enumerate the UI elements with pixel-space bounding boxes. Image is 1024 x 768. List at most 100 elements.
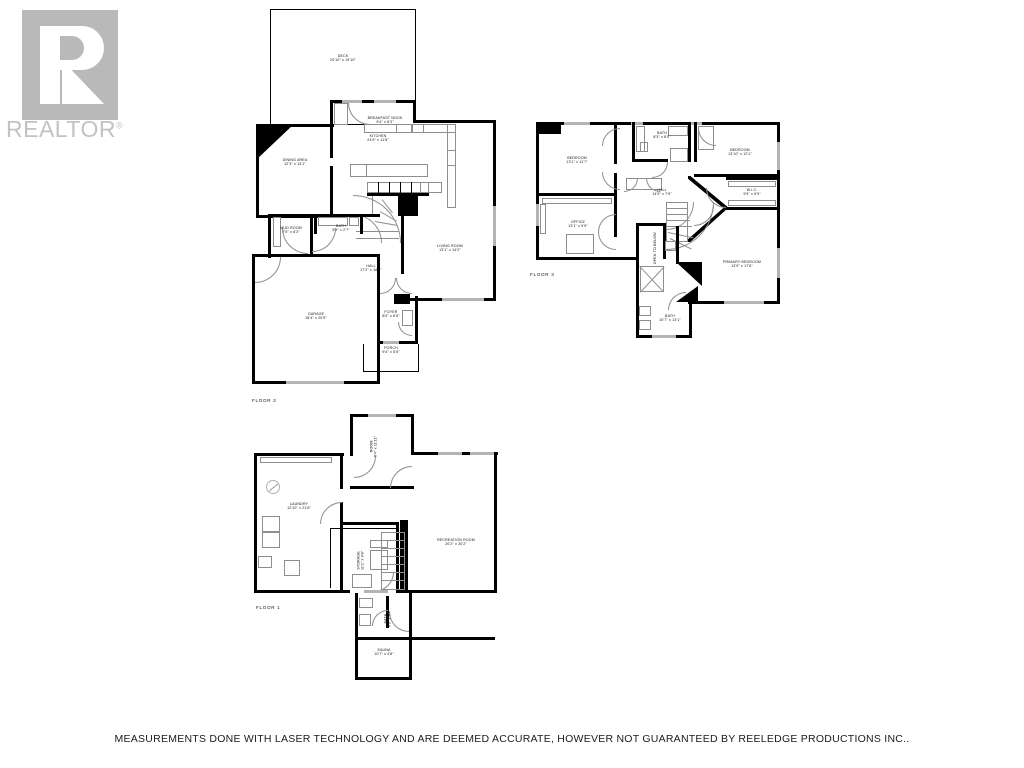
wall-kitchen-bottom: [367, 193, 429, 196]
room-label-deck: DECK 24'10" x 19'10": [297, 54, 389, 63]
room-name: BEDROOM: [730, 148, 750, 152]
room-label-mud-room: MUD ROOM 7'5" x 6'3": [269, 226, 313, 235]
room-label-kitchen: KITCHEN 24'9" x 11'8": [344, 134, 412, 143]
wall-bedroom-right-left: [694, 122, 697, 162]
room-label-bath-f1: BATH 4'0" x 9'4": [384, 598, 393, 638]
room-dims: 24'9" x 11'8": [367, 138, 389, 143]
wall-stair-f3-vert: [663, 223, 666, 259]
wall-bathwing-right: [409, 593, 412, 640]
wall-bedroom-left-right2: [614, 173, 617, 237]
room-name: OFFICE: [570, 220, 586, 224]
room-label-sauna: SAUNA 10'7" x 4'8": [360, 648, 408, 657]
stair-f1-tread-4: [381, 564, 405, 565]
room-name: BATH: [657, 131, 667, 135]
storage-closet-left: [352, 574, 372, 588]
office-counter: [542, 198, 612, 204]
bath-f1-toilet: [359, 614, 371, 626]
laundry-sink: [258, 556, 272, 568]
room-label-laundry: LAUNDRY 12'10" x 21'8": [270, 502, 328, 511]
window-room-top: [368, 414, 396, 417]
stair-f1-tread-5: [381, 572, 405, 573]
kitchen-sink: [396, 124, 412, 133]
room-name: SAUNA: [377, 648, 391, 652]
door-arc-foyer-closet: [398, 322, 412, 336]
wall-dining-top-thin: [290, 125, 334, 126]
office-sofa: [566, 234, 594, 254]
primary-bath-shower: [640, 266, 664, 292]
room-dims: 14'9" x 7'9": [652, 192, 672, 197]
wall-nook-top: [330, 100, 416, 103]
realtor-wordmark-text: REALTOR: [6, 116, 117, 142]
laundry-utility-circle: [266, 480, 280, 494]
room-dims: 4'0" x 9'4": [388, 609, 392, 628]
wall-stair-f3-top: [636, 223, 666, 226]
room-dims: 13'1" x 9'9": [568, 224, 588, 229]
porch-wall-right: [418, 344, 419, 372]
stair-f1-tread-2: [381, 548, 405, 549]
window-f3-bottom-b: [652, 335, 676, 338]
room-label-wic: W.I.C. 9'9" x 5'9": [730, 188, 774, 197]
laundry-dryer: [262, 532, 280, 548]
wall-laundry-top: [254, 453, 344, 456]
door-arc-garage-entry: [255, 257, 281, 283]
wall-bath-left: [314, 214, 317, 234]
wall-nook-left: [330, 100, 333, 122]
deck-wall-left: [270, 9, 271, 125]
front-door-opening: [383, 341, 399, 344]
room-label-room-f1: ROOM 9'4" x 11'11": [370, 424, 379, 468]
wall-f3-top: [536, 122, 780, 125]
floor-label-floor-1: FLOOR 1: [256, 605, 281, 610]
wall-f3-right: [777, 122, 780, 304]
wall-kitchen-left: [330, 122, 333, 158]
primary-bath-vanity-b: [639, 320, 651, 330]
room-dims: 8'3" x 8'0": [653, 135, 671, 140]
door-arc-foyer-left: [380, 278, 396, 294]
primary-nightstand: [665, 241, 676, 251]
wall-bath-right: [360, 214, 363, 234]
room-dims: 8'0" x 6'8": [382, 314, 400, 319]
room-label-garage: GARAGE 18'4" x 20'5": [288, 312, 344, 321]
wall-stair-f3-left: [636, 223, 639, 259]
room-dims: 10'7" x 13'1": [659, 318, 681, 323]
wall-bathwing-left: [355, 593, 358, 640]
door-arc-office-2: [598, 232, 616, 250]
realtor-wordmark: REALTOR®: [6, 116, 134, 143]
wall-dining-left: [256, 156, 259, 218]
room-label-porch: PORCH 9'4" x 5'5": [368, 346, 414, 355]
wall-wic-bottom: [726, 207, 780, 210]
wall-f3-left: [536, 122, 539, 260]
wall-room-right: [411, 414, 414, 452]
door-arc-bedroom-left: [602, 128, 620, 146]
storage-inner-left: [330, 528, 331, 588]
wall-primary-diagonal: [676, 262, 702, 286]
room-name: BEDROOM: [567, 156, 587, 160]
stair-f1-tread-3: [381, 556, 405, 557]
stair-landing: [420, 182, 442, 193]
floor-label-floor-3: FLOOR 3: [530, 272, 555, 277]
room-name: BATH: [665, 314, 675, 318]
room-dims: 5'9" x 2'7": [332, 228, 350, 233]
room-dims: 24'10" x 19'10": [330, 58, 356, 63]
window-f3-top-b: [631, 122, 643, 125]
room-name: DECK: [337, 54, 349, 58]
kitchen-counter-right: [447, 124, 456, 208]
room-name: HALL: [657, 188, 667, 192]
wall-garage-top: [252, 254, 380, 257]
room-label-office: OFFICE 13'1" x 9'9": [550, 220, 606, 229]
registered-mark: ®: [116, 120, 124, 131]
door-arc-bath-f3-lower: [668, 292, 686, 310]
wall-sauna-right: [409, 637, 412, 680]
room-dims: 13'10" x 12'1": [728, 152, 752, 157]
room-dims: 9'9" x 5'9": [743, 192, 761, 197]
stair-f3-tread-3: [666, 220, 690, 221]
window-living-right: [493, 206, 496, 246]
door-arc-bath-f3: [652, 162, 668, 178]
room-label-dining-area: DINING AREA 12'3" x 13'1": [260, 158, 330, 167]
room-label-bedroom-left: BEDROOM 13'1" x 11'7": [546, 156, 608, 165]
window-f3-right-a: [777, 142, 780, 170]
window-rec-top-b: [470, 452, 494, 455]
room-label-hall-f3: HALL 14'9" x 7'9": [638, 188, 686, 197]
room-name: GARAGE: [307, 312, 325, 316]
wall-room-bottom: [350, 486, 414, 489]
stair-f1-tread-1: [381, 540, 405, 541]
